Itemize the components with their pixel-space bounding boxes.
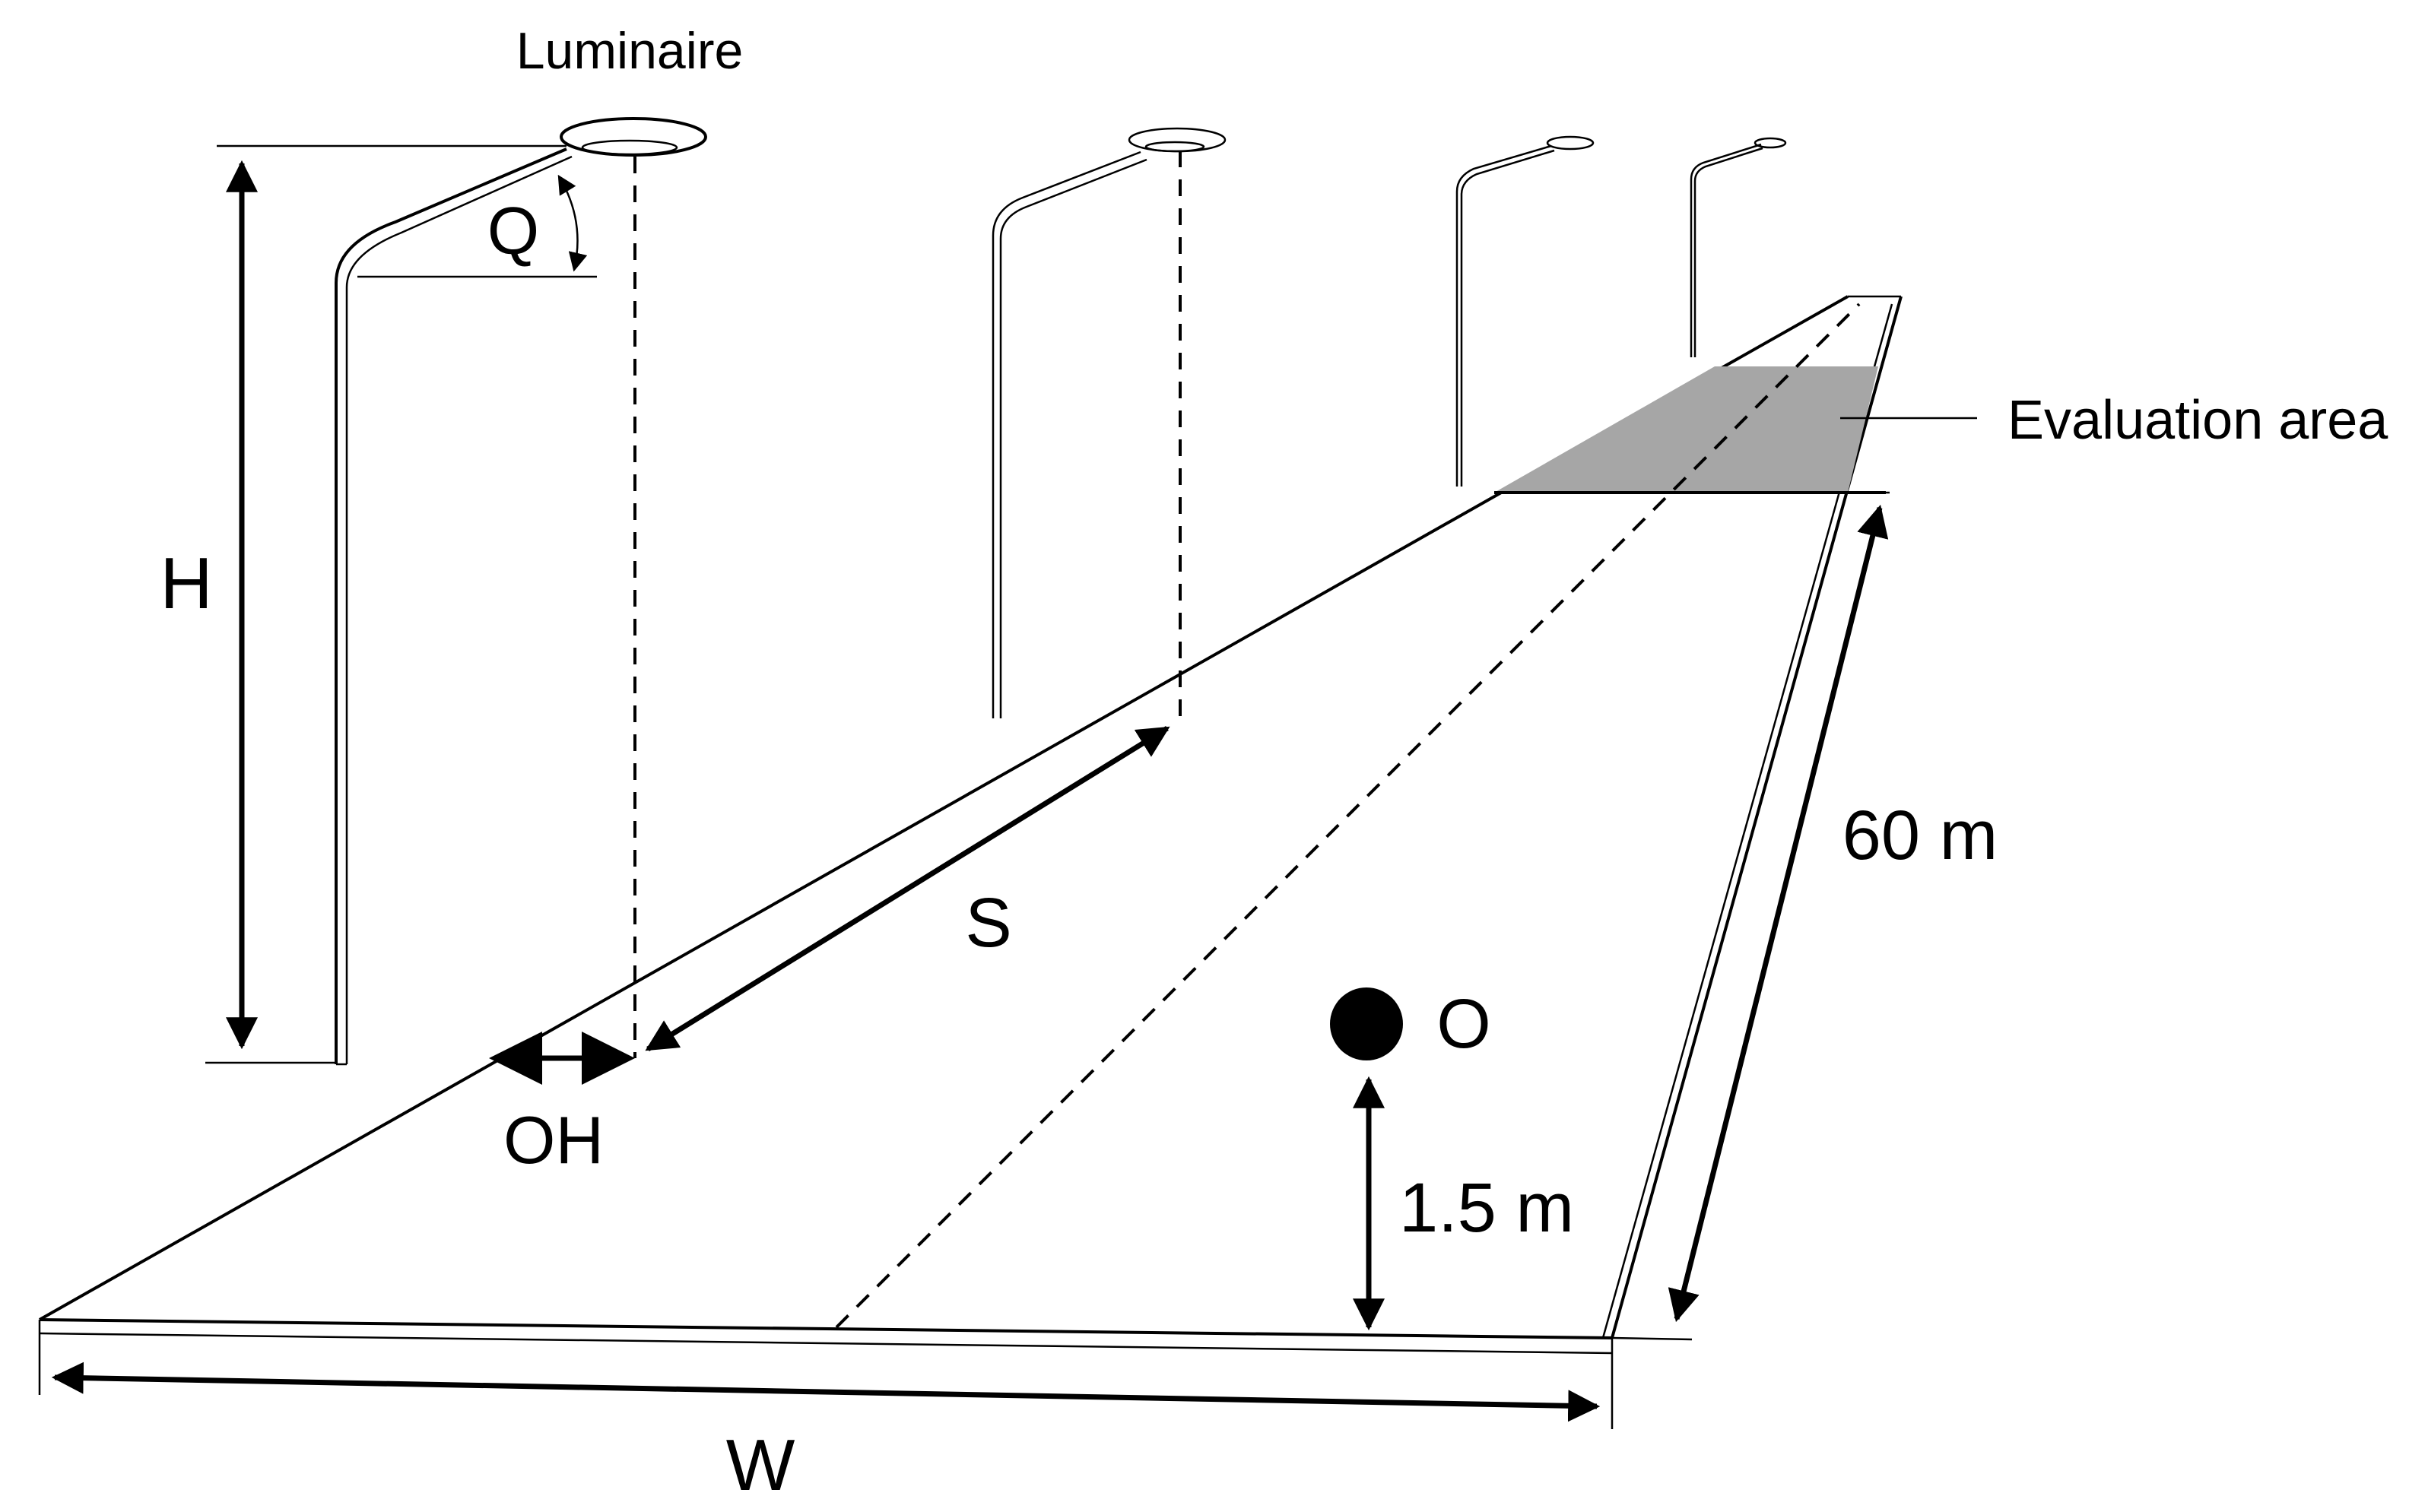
evaluation-area-label: Evaluation area xyxy=(2007,390,2388,451)
pole-1 xyxy=(335,117,707,1066)
height-label: H xyxy=(160,543,212,624)
tilt-angle-arc xyxy=(557,174,588,272)
pole-3 xyxy=(1455,135,1595,487)
width-label: W xyxy=(726,1425,795,1506)
lane-center-line xyxy=(835,303,1861,1329)
tilt-angle-label: Q xyxy=(487,193,539,268)
luminaire-label: Luminaire xyxy=(516,22,744,80)
overhang-label: OH xyxy=(503,1102,604,1178)
pole-4 xyxy=(1690,137,1787,357)
road-near-edge-lower xyxy=(39,1332,1613,1355)
width-arrow xyxy=(51,1361,1601,1422)
distance-arrow xyxy=(1668,504,1889,1323)
road-near-edge xyxy=(39,1318,1613,1339)
observer-label: O xyxy=(1436,985,1491,1063)
observer-point xyxy=(1330,987,1403,1060)
luminaire-head-3 xyxy=(1546,135,1595,151)
distance-bottom-extension xyxy=(1611,1336,1693,1341)
evaluation-area xyxy=(1494,366,1878,493)
luminaire-head-2 xyxy=(1128,127,1227,153)
luminaire-head-1 xyxy=(560,117,707,157)
spacing-label: S xyxy=(965,884,1011,962)
pole-2 xyxy=(992,127,1227,718)
observer-height-label: 1.5 m xyxy=(1399,1169,1574,1247)
luminaire-head-4 xyxy=(1754,137,1787,149)
spacing-arrow xyxy=(645,726,1170,1051)
distance-label: 60 m xyxy=(1842,797,1998,874)
